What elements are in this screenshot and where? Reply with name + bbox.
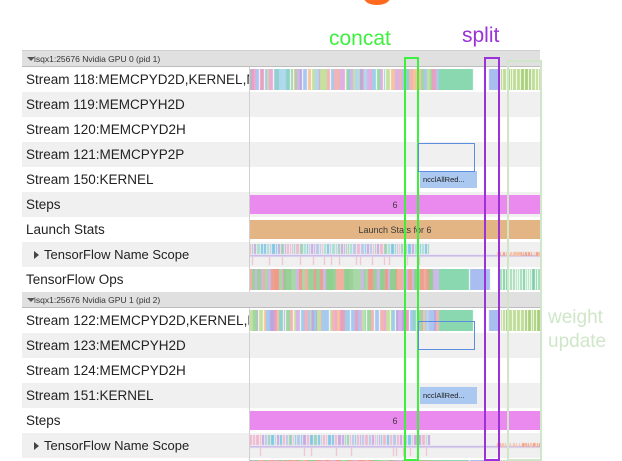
trace-row-track[interactable] [250,308,540,333]
nccl-allreduce-bar[interactable]: ncclAllRed... [420,171,477,188]
trace-events-canvas [250,310,540,331]
trace-row-label-text: Stream 122:MEMCPYD2D,KERNEL,MI [26,313,250,328]
trace-row[interactable]: Stream 122:MEMCPYD2D,KERNEL,MI [22,308,540,333]
concat-annotation-label: concat [329,27,391,50]
trace-row-label[interactable]: Stream 119:MEMCPYH2D [22,92,250,117]
trace-row-label[interactable]: Stream 121:MEMCPYP2P [22,142,250,167]
chevron-down-icon[interactable] [27,57,35,61]
trace-row[interactable]: Steps 6 [22,192,540,217]
trace-events-canvas [250,269,540,290]
trace-row-label[interactable]: Stream 151:KERNEL [22,383,250,408]
trace-row-track[interactable] [250,433,540,458]
concat-annotation-box [404,57,419,461]
trace-row-track[interactable]: ncclAllRed... [250,383,540,408]
trace-events-strip[interactable] [250,69,540,90]
nccl-annotation-box-gpu0 [418,143,475,172]
trace-row-label[interactable]: TensorFlow Name Scope [22,433,250,458]
group-header-gpu-1[interactable]: isqx1:25676 Nvidia GPU 1 (pid 2) [22,292,540,308]
steps-bar[interactable]: 6 [250,411,540,430]
group-header-label: isqx1:25676 Nvidia GPU 1 (pid 2) [34,294,161,305]
launch-stats-bar[interactable]: Launch Stats for 6 [250,220,540,239]
trace-events-strip[interactable] [250,310,540,331]
trace-row[interactable]: Stream 118:MEMCPYD2D,KERNEL,ME [22,67,540,92]
steps-bar[interactable]: 6 [250,195,540,214]
trace-row-label-text: Stream 118:MEMCPYD2D,KERNEL,ME [26,72,250,87]
trace-row-label-text: Steps [26,413,61,428]
trace-row-track[interactable]: Launch Stats for 6 [250,217,540,242]
trace-row[interactable]: TensorFlow Ops [22,267,540,292]
split-annotation-box [484,57,500,461]
trace-row-label-text: Stream 119:MEMCPYH2D [26,97,185,112]
group-header-label: isqx1:25676 Nvidia GPU 0 (pid 1) [34,53,161,64]
split-annotation-label: split [462,24,500,47]
trace-row-track[interactable]: ncclAllRed... [250,167,540,192]
chevron-right-icon[interactable] [34,251,39,259]
trace-row[interactable]: TensorFlow Name Scope [22,242,540,267]
nccl-allreduce-bar[interactable]: ncclAllRed... [420,387,477,404]
weight-update-annotation-label: weight update [548,306,606,354]
trace-row[interactable]: Launch Stats Launch Stats for 6 [22,217,540,242]
weight-update-annotation-box [507,60,542,461]
trace-row[interactable]: TensorFlow Name Scope [22,433,540,458]
trace-row[interactable]: Stream 124:MEMCPYD2H [22,358,540,383]
weight-update-line-2: update [548,330,607,352]
trace-row-track[interactable] [250,67,540,92]
trace-row-track[interactable]: 6 [250,408,540,433]
nccl-annotation-box-gpu1 [418,321,475,350]
group-header-gpu-0[interactable]: isqx1:25676 Nvidia GPU 0 (pid 1) [22,51,540,67]
trace-viewer-panel[interactable]: isqx1:25676 Nvidia GPU 0 (pid 1) Stream 1… [22,50,540,461]
trace-row-label-text: TensorFlow Ops [26,272,124,287]
trace-row-track[interactable] [250,242,540,267]
trace-row-label[interactable]: Launch Stats [22,217,250,242]
trace-row-label[interactable]: Steps [22,192,250,217]
trace-row[interactable]: Stream 119:MEMCPYH2D [22,92,540,117]
trace-row-label-text: Stream 123:MEMCPYH2D [26,338,186,353]
weight-update-line-1: weight [548,307,603,328]
chevron-right-icon[interactable] [34,442,39,450]
trace-row-track[interactable]: 6 [250,192,540,217]
trace-row-label[interactable]: Stream 150:KERNEL [22,167,250,192]
trace-events-canvas [250,435,540,456]
trace-events-strip[interactable] [250,435,540,456]
orange-arc-annotation [364,0,390,5]
trace-row-label-text: Stream 121:MEMCPYP2P [26,147,185,162]
trace-events-strip[interactable] [250,244,540,265]
trace-row-label[interactable]: Stream 120:MEMCPYD2H [22,117,250,142]
trace-row[interactable]: Stream 151:KERNEL ncclAllRed... [22,383,540,408]
trace-row[interactable]: Steps 6 [22,408,540,433]
trace-row-label[interactable]: TensorFlow Ops [22,267,250,292]
trace-row-label-text: Stream 124:MEMCPYD2H [26,363,186,378]
trace-row-label-text: TensorFlow Name Scope [44,438,190,453]
trace-row-label-text: Stream 120:MEMCPYD2H [26,122,186,137]
trace-row-label[interactable]: Stream 118:MEMCPYD2D,KERNEL,ME [22,67,250,92]
trace-row-label[interactable]: Stream 122:MEMCPYD2D,KERNEL,MI [22,308,250,333]
trace-row-label[interactable]: Stream 123:MEMCPYH2D [22,333,250,358]
trace-row-label-text: TensorFlow Name Scope [44,247,190,262]
trace-events-canvas [250,244,540,265]
trace-row[interactable]: Stream 150:KERNEL ncclAllRed... [22,167,540,192]
trace-row-label-text: Steps [26,197,61,212]
trace-row[interactable]: Stream 121:MEMCPYP2P [22,142,540,167]
trace-events-strip[interactable] [250,269,540,290]
chevron-down-icon[interactable] [27,298,35,302]
trace-row-label[interactable]: Stream 124:MEMCPYD2H [22,358,250,383]
trace-row-label[interactable]: TensorFlow Ops [22,458,250,461]
trace-row-label-text: Stream 151:KERNEL [26,388,154,403]
trace-row-label[interactable]: Steps [22,408,250,433]
trace-row-label[interactable]: TensorFlow Name Scope [22,242,250,267]
trace-row[interactable]: Stream 123:MEMCPYH2D [22,333,540,358]
trace-row[interactable]: Stream 120:MEMCPYD2H [22,117,540,142]
trace-row-track[interactable] [250,267,540,292]
trace-row-label-text: Launch Stats [26,222,105,237]
trace-row-label-text: Stream 150:KERNEL [26,172,154,187]
trace-events-canvas [250,69,540,90]
